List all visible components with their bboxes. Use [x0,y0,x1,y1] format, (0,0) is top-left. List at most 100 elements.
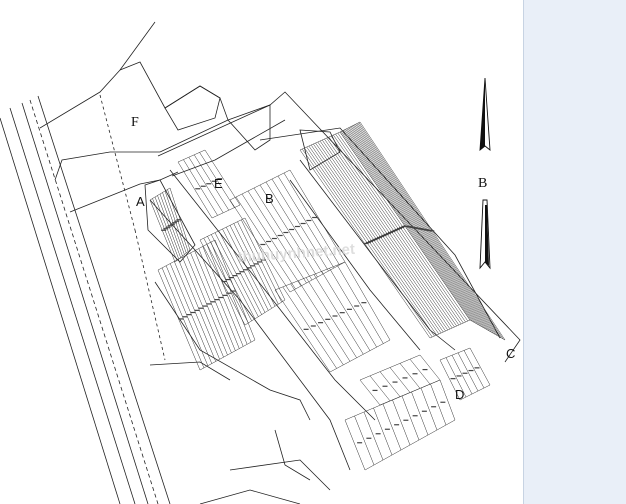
lot-number-mark [318,322,324,324]
zone-a-lots-divider [162,192,185,255]
block-mid-lots-divider [211,234,256,319]
lot-number-mark [383,233,389,236]
lot-number-mark [412,373,418,375]
zone-d-south-lots-divider [354,415,375,466]
zone-b-lots-divider [271,178,329,272]
lot-number-mark [312,216,318,219]
boundary-line [274,429,311,481]
lot-number-mark [198,307,204,309]
lot-number-mark [257,261,263,263]
zone-d-mid-lots-divider [369,375,391,401]
zone-d-south-lots-divider [411,391,429,436]
lot-number-mark [366,437,372,439]
boundary-line [134,229,166,361]
zone-a-lots-divider [154,196,179,260]
lot-number-mark [206,303,212,305]
zone-b-south-lots-divider [298,280,351,362]
lot-number-mark [239,271,245,273]
lot-number-mark [303,328,309,330]
lot-number-mark [310,325,316,327]
lot-number-mark [271,237,277,240]
zone-a-lots-divider [167,189,189,252]
road-edge [171,119,286,177]
zone-a-boundary [144,179,196,263]
block-west-lots-divider [186,254,228,356]
lot-number-mark [332,315,338,317]
lot-number-mark [385,232,391,235]
lot-number-mark [218,296,224,299]
boundary-line [54,151,160,181]
lot-number-mark [399,226,405,229]
lot-number-mark [167,225,173,227]
zone-label-b: B [265,191,274,206]
lot-number-mark [357,442,363,444]
lot-number-mark [429,230,435,232]
zone-b-lots-divider [253,187,313,281]
block-mid-lots-divider [237,221,279,305]
lot-number-mark [202,305,208,307]
lot-number-mark [221,280,227,283]
boundary-line [99,94,136,231]
lot-number-mark [217,178,223,180]
lot-number-mark [235,273,241,275]
zone-b-south-lots-divider [313,274,364,355]
lot-number-mark [182,316,188,318]
lot-number-mark [392,381,398,383]
lot-number-mark [186,314,192,316]
lot-number-mark [165,226,171,228]
lot-number-mark [382,385,388,387]
road-edge [37,95,171,504]
zone-d-south-lots-divider [363,411,384,461]
lot-number-mark [225,278,231,281]
zone-d-south-lots-divider [401,395,420,441]
lot-number-mark [372,238,378,241]
block-west-lots-divider [165,265,209,366]
zone-b-south-lots-divider [329,268,377,348]
plot-linework [0,21,521,504]
zone-b-south-lots-divider [337,264,384,344]
lot-number-mark [462,372,468,374]
lot-number-mark [365,241,371,244]
lot-number-mark [306,219,312,222]
block-mid-lots-divider [226,227,269,311]
zone-label-a: A [136,194,145,209]
lot-number-mark [339,312,345,314]
north-arrow-icon [479,77,491,270]
lot-number-mark [266,240,272,243]
zone-b-south-lots-divider [305,277,357,358]
zone-b-lots-divider [265,181,324,275]
zone-label-c: C [506,346,515,361]
zone-b-south-lots-divider [290,283,344,366]
lot-number-mark [210,301,216,303]
lot-number-mark [450,378,456,380]
zone-a-lots-outline [149,187,191,263]
road-edge [259,127,501,339]
lot-number-mark [412,415,418,417]
road-edge [157,91,521,363]
zone-d-south-lots-divider [373,407,393,456]
land-plot-plan: F E A B C D thuhuynhnet.net B [0,21,521,504]
zone-d-lots-divider [457,352,479,392]
zone-d-lots-outline [439,347,491,401]
lot-number-mark [468,369,474,372]
block-mid-lots-divider [214,232,259,317]
road-edge [169,169,376,421]
lot-number-mark [422,368,428,371]
lot-number-mark [402,377,408,379]
boundary-line [69,171,179,213]
lot-number-mark [374,237,380,240]
boundary-line [229,459,331,491]
lot-number-mark [230,290,236,292]
lot-number-mark [381,234,387,237]
road-edge [289,179,421,351]
lot-number-mark [368,240,374,243]
map-viewer: F E A B C D thuhuynhnet.net B [0,21,521,504]
lot-number-mark [200,185,206,187]
lot-number-mark [253,263,259,265]
block-mid-lots-divider [229,225,272,309]
side-panel [523,0,626,504]
lot-number-mark [246,267,252,269]
zone-b-south-lots-divider [282,286,337,369]
road-edge [29,99,159,504]
road-edge [149,199,351,471]
